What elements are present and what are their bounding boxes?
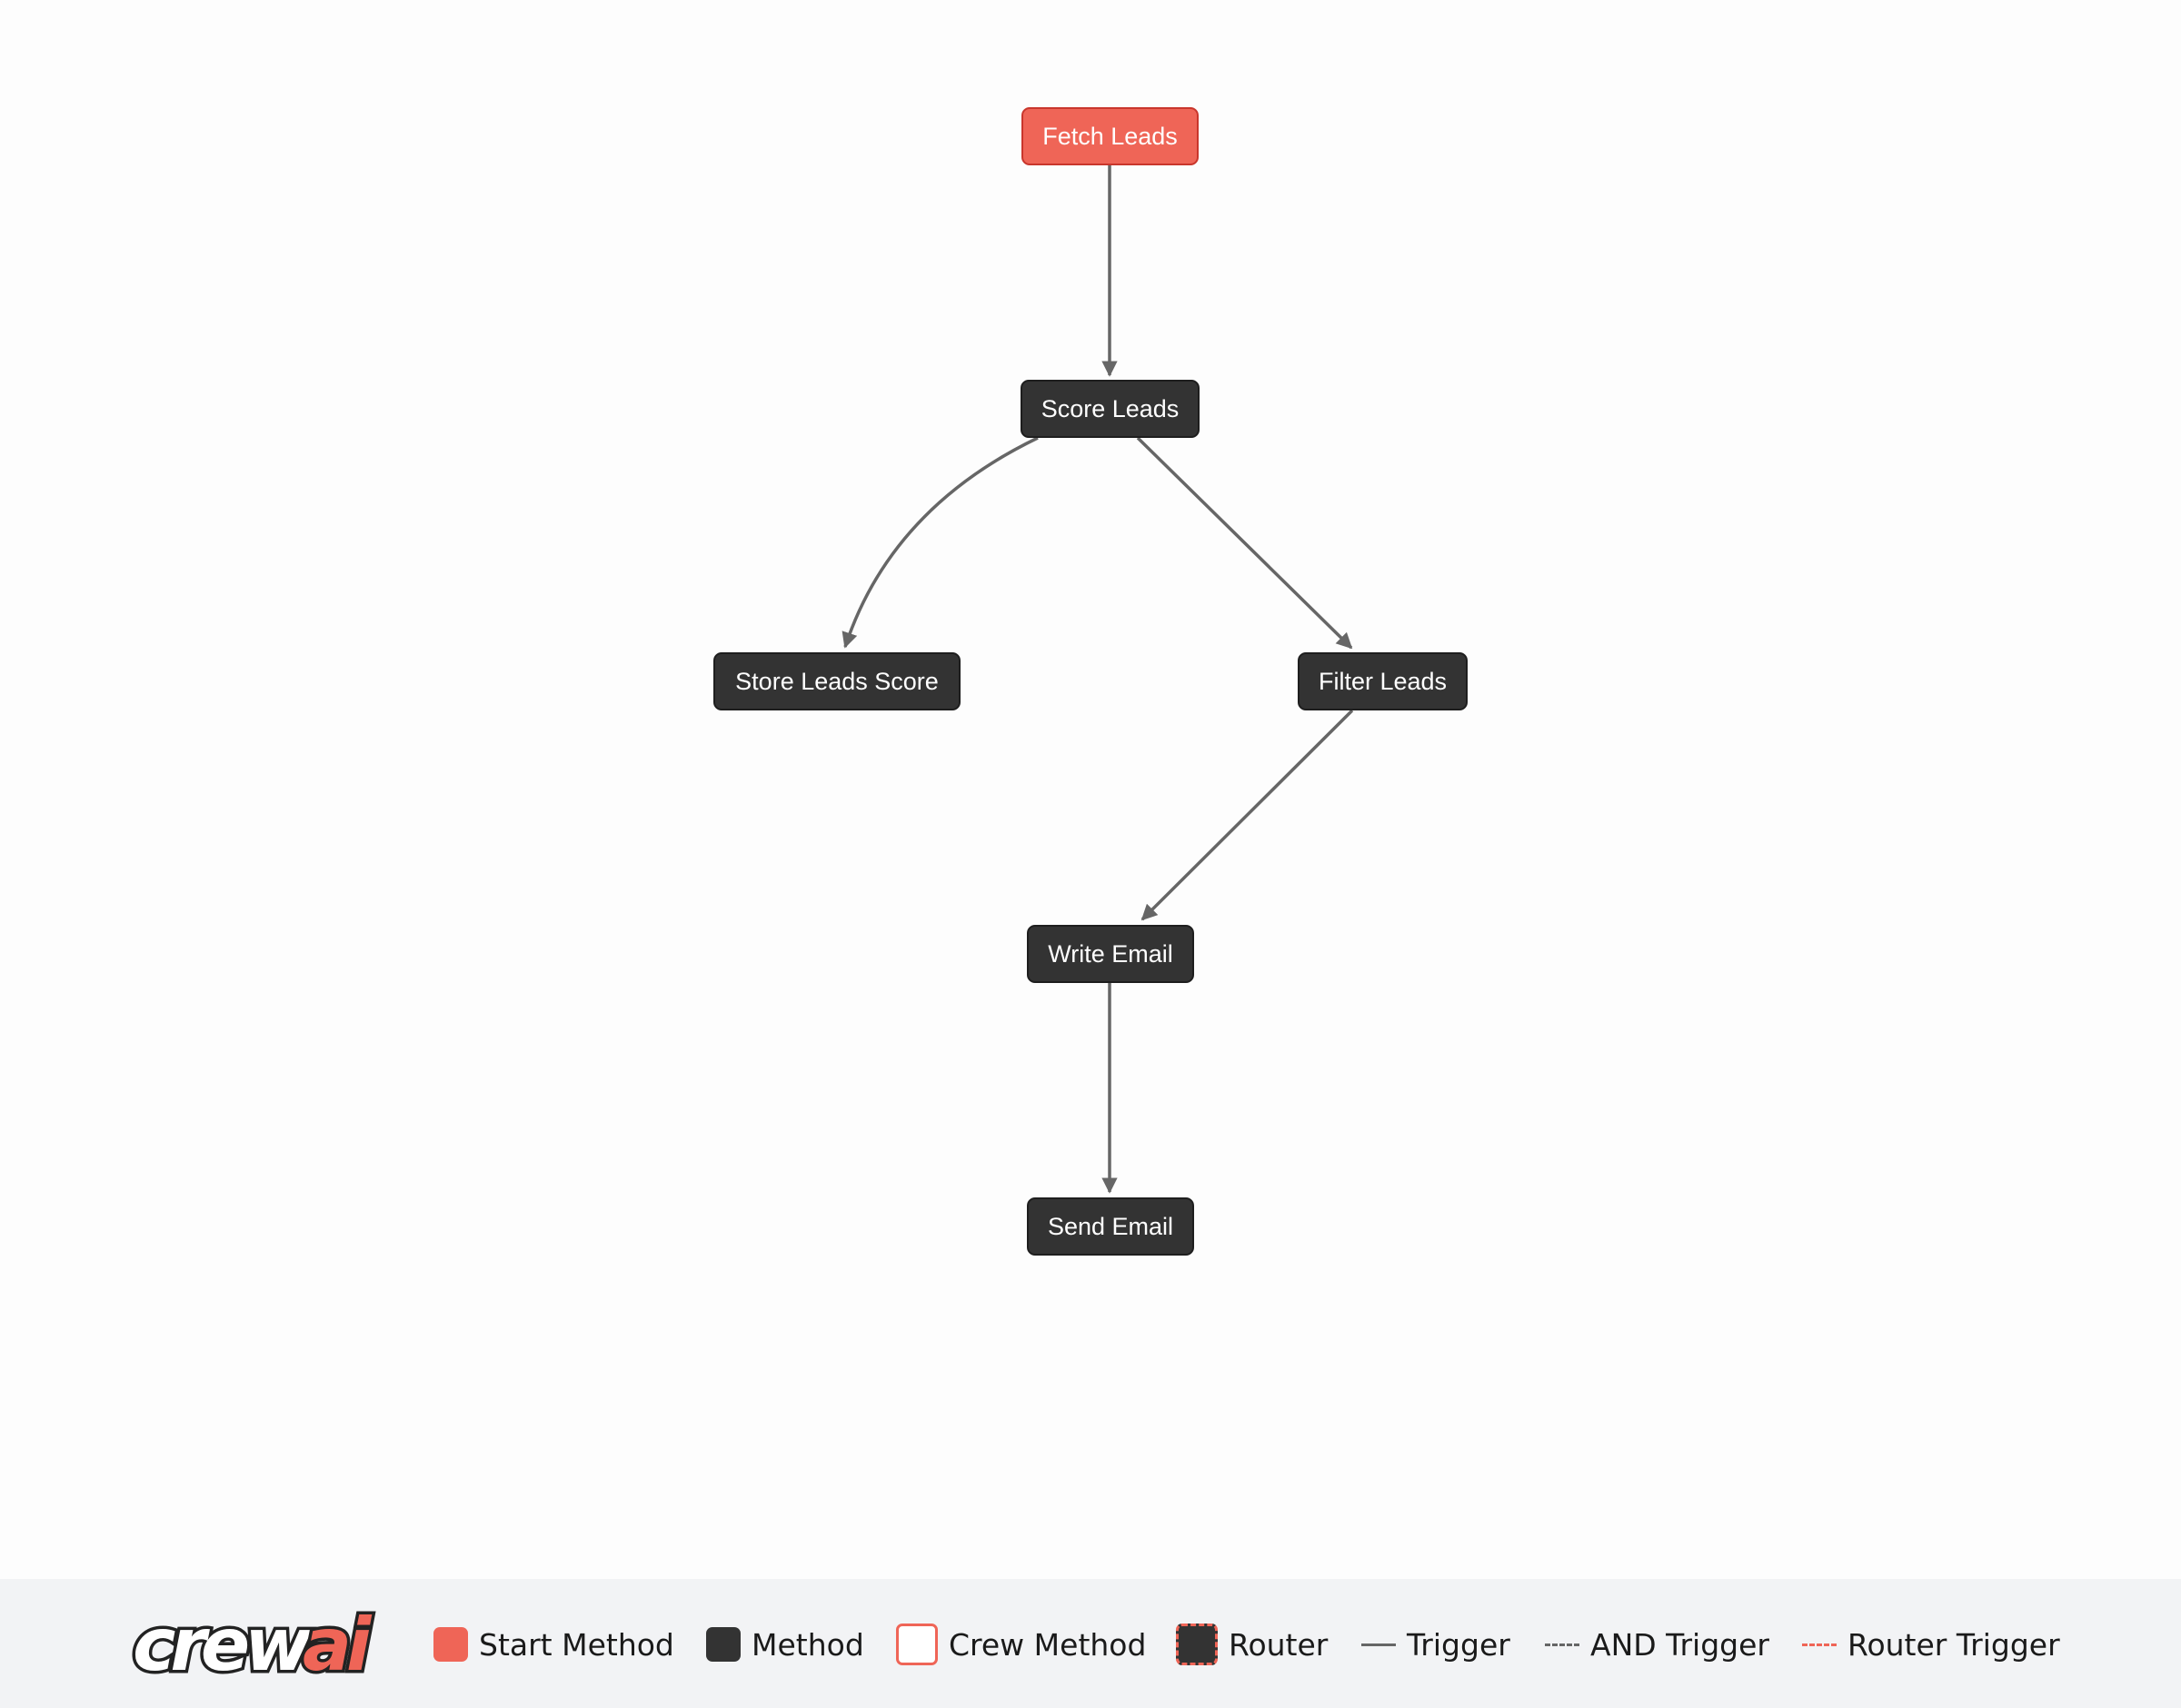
legend-crew-method: Crew Method <box>896 1623 1146 1666</box>
svg-text:crew: crew <box>133 1603 313 1687</box>
legend-and-trigger-label: AND Trigger <box>1590 1626 1769 1663</box>
method-swatch-icon <box>706 1627 741 1662</box>
and-trigger-line-icon <box>1545 1643 1579 1646</box>
edge-score-to-store <box>842 436 1039 649</box>
legend-router: Router <box>1176 1623 1328 1666</box>
legend-method: Method <box>706 1623 864 1666</box>
legend-start-method: Start Method <box>433 1623 674 1666</box>
node-score-leads[interactable]: Score Leads <box>1021 380 1200 438</box>
legend-router-label: Router <box>1229 1626 1329 1663</box>
legend-router-trigger: Router Trigger <box>1802 1623 2060 1666</box>
crewai-logo: crew ai <box>130 1600 382 1691</box>
node-filter-leads[interactable]: Filter Leads <box>1298 652 1468 710</box>
node-fetch-leads[interactable]: Fetch Leads <box>1021 107 1199 165</box>
legend-crew-method-label: Crew Method <box>949 1626 1147 1663</box>
node-send-email[interactable]: Send Email <box>1027 1197 1194 1256</box>
svg-text:ai: ai <box>303 1603 373 1687</box>
legend-bar: crew ai Start Method Method Crew Method … <box>0 1579 2181 1708</box>
node-store-leads-score[interactable]: Store Leads Score <box>713 652 961 710</box>
start-method-swatch-icon <box>433 1627 468 1662</box>
edge-score-to-filter <box>1136 436 1353 650</box>
crew-method-swatch-icon <box>896 1624 938 1665</box>
node-write-email[interactable]: Write Email <box>1027 925 1194 983</box>
edge-filter-to-write <box>1140 709 1354 921</box>
flow-canvas: Fetch Leads Score Leads Store Leads Scor… <box>713 107 1468 1256</box>
flow-edges <box>842 165 1354 1194</box>
legend-trigger: Trigger <box>1361 1623 1510 1666</box>
legend-start-method-label: Start Method <box>479 1626 674 1663</box>
router-swatch-icon <box>1176 1624 1218 1665</box>
router-trigger-line-icon <box>1802 1643 1837 1646</box>
legend-router-trigger-label: Router Trigger <box>1847 1626 2060 1663</box>
legend-and-trigger: AND Trigger <box>1545 1623 1769 1666</box>
trigger-line-icon <box>1361 1643 1396 1646</box>
legend-method-label: Method <box>752 1626 864 1663</box>
legend-trigger-label: Trigger <box>1407 1626 1510 1663</box>
